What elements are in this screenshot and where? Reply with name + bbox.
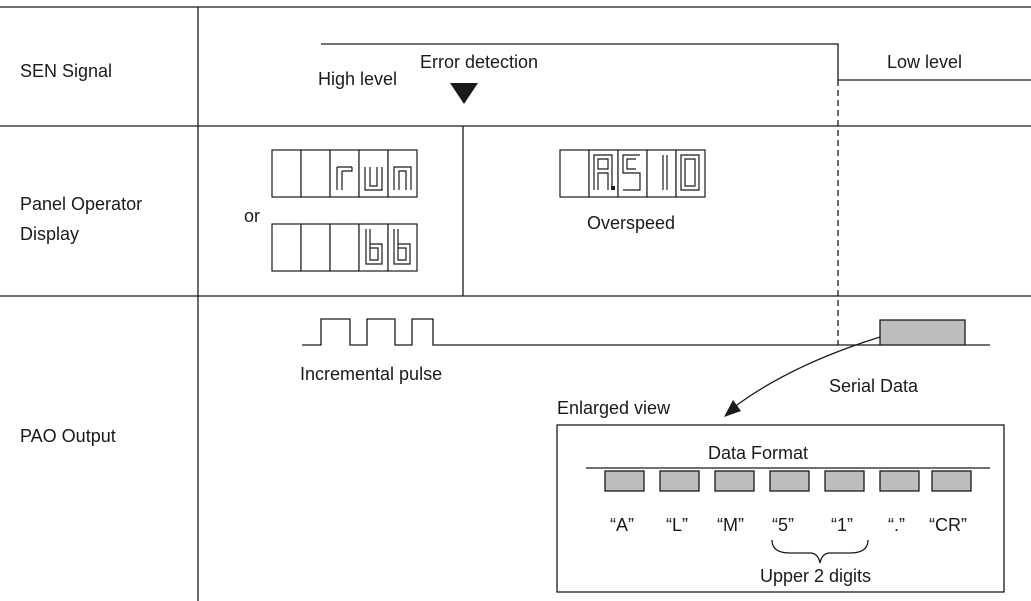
- display-alarm-a510: [559, 149, 706, 198]
- incremental-pulse-label: Incremental pulse: [300, 364, 442, 384]
- char-label-5: “5”: [772, 515, 794, 535]
- char-label-1: “1”: [831, 515, 853, 535]
- or-label: or: [244, 206, 260, 226]
- display-run: [271, 149, 418, 198]
- error-detection-label: Error detection: [420, 52, 538, 72]
- enlarge-arrow: [732, 336, 881, 409]
- overspeed-label: Overspeed: [587, 213, 675, 233]
- pao-waveform: [302, 318, 990, 346]
- char-label-l: “L”: [666, 515, 688, 535]
- row-label-panel-line2: Display: [20, 224, 79, 244]
- error-detection-arrow-icon: [450, 83, 478, 104]
- row-label-sen-signal: SEN Signal: [20, 61, 112, 81]
- enlarge-arrow-head-icon: [724, 400, 741, 417]
- high-level-label: High level: [318, 69, 397, 89]
- serial-data-label: Serial Data: [829, 376, 919, 396]
- row-label-panel-line1: Panel Operator: [20, 194, 142, 214]
- upper-digits-brace: [771, 539, 869, 564]
- sen-waveform: [321, 43, 1031, 345]
- low-level-label: Low level: [887, 52, 962, 72]
- display-bb: [271, 223, 418, 272]
- data-format-packets: [604, 470, 972, 492]
- grid-lines: [0, 6, 1031, 601]
- serial-data-packet: [879, 319, 966, 346]
- upper-2-digits-label: Upper 2 digits: [760, 566, 871, 586]
- char-label-cr: “CR”: [929, 515, 967, 535]
- char-label-a: “A”: [610, 515, 634, 535]
- data-format-title: Data Format: [708, 443, 808, 463]
- enlarged-view-box: [556, 424, 1005, 593]
- char-label-m: “M”: [717, 515, 744, 535]
- row-label-pao-output: PAO Output: [20, 426, 116, 446]
- char-label-period: “.”: [888, 515, 905, 535]
- enlarged-view-label: Enlarged view: [557, 398, 671, 418]
